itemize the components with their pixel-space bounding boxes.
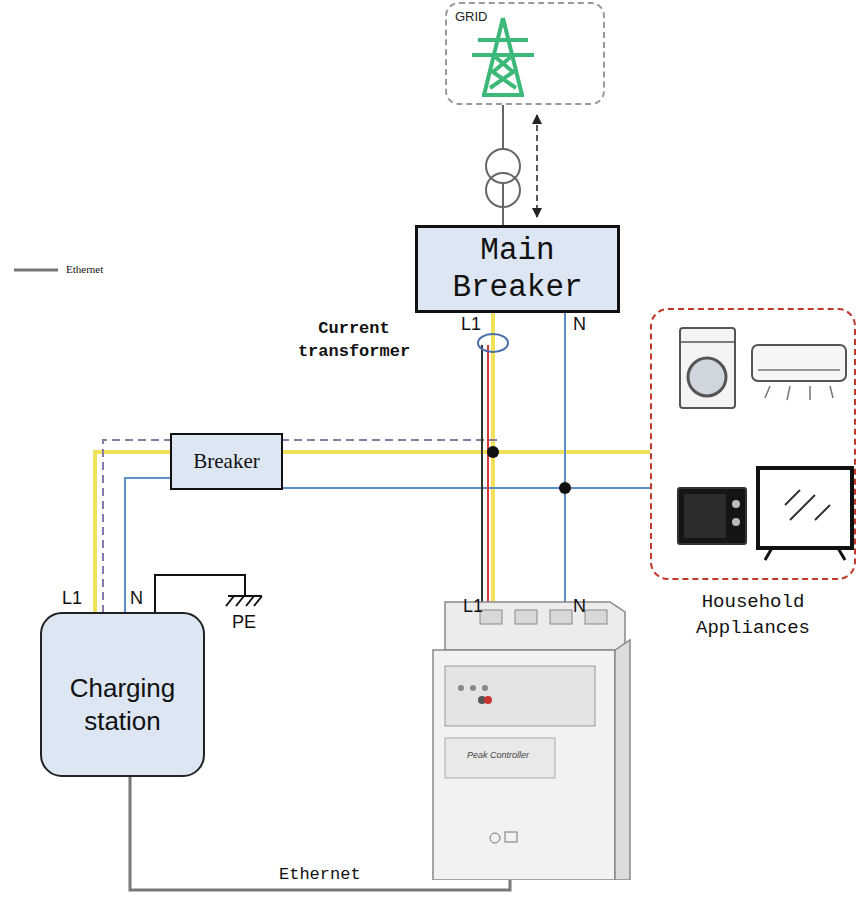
node-label: Charging station — [50, 672, 195, 737]
node-label: Breaker — [193, 449, 259, 474]
led — [458, 685, 464, 691]
port — [490, 833, 500, 843]
controller-body — [433, 650, 615, 880]
pe-wire — [155, 575, 245, 612]
led — [482, 685, 488, 691]
neutral-wire — [283, 487, 650, 489]
dashed-wire — [103, 440, 497, 612]
line-label: L1 — [62, 588, 82, 609]
controller-window — [445, 666, 595, 726]
air-conditioner-icon — [752, 345, 846, 400]
junction-dot — [487, 446, 499, 458]
terminal — [585, 610, 607, 624]
ac-body — [752, 345, 846, 381]
washer-panel — [680, 341, 735, 343]
tv-glare — [785, 490, 830, 520]
terminal-label: L1 — [463, 596, 483, 617]
ac-airflow — [765, 386, 833, 400]
line-label: N — [573, 314, 586, 335]
ac-vent — [758, 369, 840, 371]
connector — [95, 452, 170, 612]
connector-label: Ethernet — [276, 865, 364, 884]
connector — [536, 115, 538, 217]
tv-screen — [758, 468, 852, 548]
tv-stand — [765, 548, 845, 560]
controller-side — [615, 640, 630, 880]
connector — [493, 313, 650, 452]
led — [470, 685, 476, 691]
node-label: Household Appliances — [650, 590, 856, 641]
terminal — [550, 610, 572, 624]
washer-door — [688, 358, 726, 396]
microwave-knob — [732, 518, 740, 526]
microwave-knob — [732, 500, 740, 508]
microwave-icon — [678, 488, 746, 544]
terminal-label: N — [573, 596, 586, 617]
charging-station-box: Charging station — [40, 612, 205, 777]
peak-controller-device: Peak Controller — [425, 588, 635, 880]
terminal — [480, 610, 502, 624]
transformer-coil — [486, 173, 520, 207]
node-title: GRID — [447, 4, 603, 24]
rating-plate — [445, 738, 555, 778]
callout-text: Current transformer — [290, 318, 418, 364]
washing-machine-icon — [680, 328, 735, 408]
tv-icon — [758, 468, 852, 560]
node-label: Main Breaker — [424, 232, 611, 306]
terminal — [515, 610, 537, 624]
pylon-frame — [472, 18, 534, 95]
controller-illustration — [425, 588, 635, 880]
breaker-box: Breaker — [170, 433, 283, 490]
main-breaker-box: Main Breaker — [415, 225, 620, 313]
ground-label: PE — [232, 612, 256, 633]
neutral-wire — [564, 305, 566, 622]
connector — [283, 313, 493, 452]
line-label: N — [130, 588, 143, 609]
legend-text: Ethernet — [66, 263, 103, 275]
grid-box: GRID — [445, 2, 605, 105]
appliances-group: Household Appliances — [650, 308, 856, 654]
current-transformer-ring — [478, 334, 508, 352]
line-label: L1 — [461, 314, 481, 335]
neutral-wire — [125, 478, 170, 612]
pylon-icon — [472, 18, 534, 95]
microwave-door — [684, 494, 726, 538]
ethernet-port — [505, 832, 517, 842]
appliances-frame — [650, 308, 856, 580]
connector — [491, 313, 495, 612]
washer-body — [680, 328, 735, 408]
junction-dot — [559, 482, 571, 494]
microwave-body — [678, 488, 746, 544]
legend-line — [14, 269, 58, 272]
node-label: Peak Controller — [467, 750, 529, 760]
terminal-screw — [484, 696, 492, 704]
pylon-base — [482, 93, 524, 97]
ground-symbol — [226, 596, 262, 606]
